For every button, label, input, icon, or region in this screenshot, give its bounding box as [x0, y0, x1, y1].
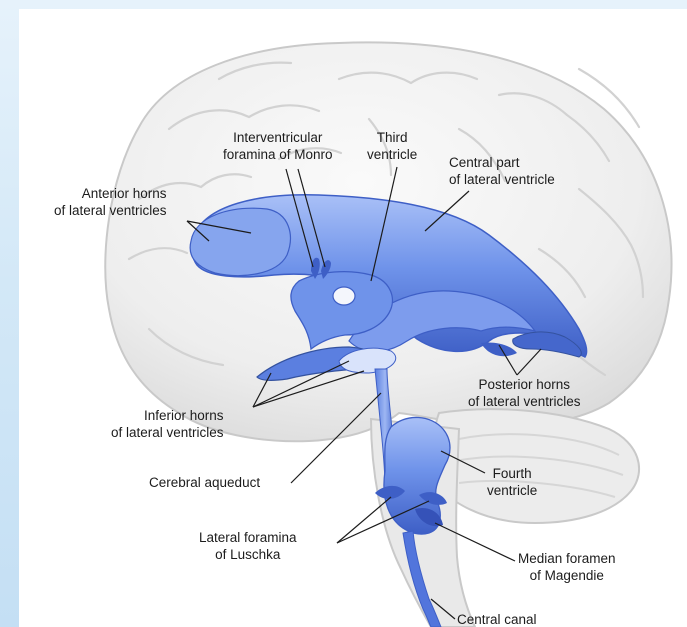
label-inferior-horns: Inferior horns of lateral ventricles [111, 407, 224, 441]
label-third-ventricle: Third ventricle [367, 129, 417, 163]
brain-ventricles-illustration [19, 9, 687, 627]
label-central-part: Central part of lateral ventricle [449, 154, 555, 188]
label-foramina-luschka: Lateral foramina of Luschka [199, 529, 297, 563]
label-posterior-horns: Posterior horns of lateral ventricles [468, 376, 581, 410]
label-foramen-magendie: Median foramen of Magendie [518, 550, 616, 584]
label-cerebral-aqueduct: Cerebral aqueduct [149, 474, 260, 491]
label-anterior-horns: Anterior horns of lateral ventricles [54, 185, 167, 219]
label-interventricular-foramina: Interventricular foramina of Monro [223, 129, 333, 163]
diagram-panel: Interventricular foramina of Monro Third… [19, 9, 687, 627]
label-central-canal: Central canal [457, 611, 537, 627]
label-fourth-ventricle: Fourth ventricle [487, 465, 537, 499]
